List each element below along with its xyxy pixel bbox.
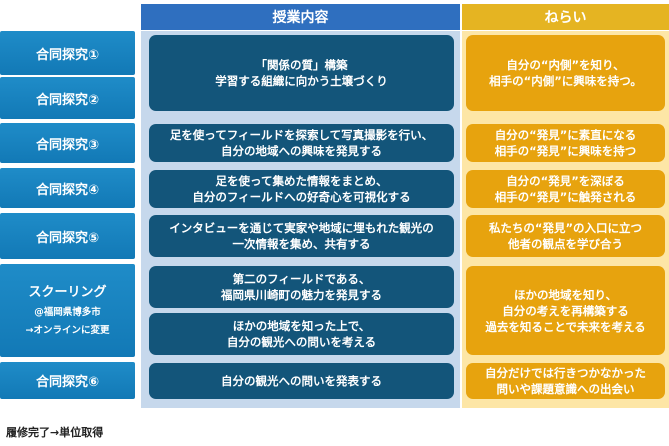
row-label-text: 合同探究③ bbox=[35, 137, 99, 153]
content-column-header: 授業内容 bbox=[141, 4, 460, 30]
goal-box-3: 自分の“発見”に素直になる 相手の“発見”に興味を持つ bbox=[466, 124, 665, 162]
row-label-schooling: スクーリング @福岡県博多市 →オンラインに変更 bbox=[0, 264, 135, 357]
row-label-3: 合同探究③ bbox=[0, 123, 135, 163]
goal-box-4: 自分の“発見”を深ぼる 相手の“発見”に触発される bbox=[466, 170, 665, 208]
content-box-5: インタビューを通じて実家や地域に埋もれた観光の 一次情報を集め、共有する bbox=[149, 215, 454, 257]
row-label-text: 合同探究② bbox=[35, 92, 99, 108]
goal-box-6: 自分だけでは行きつかなかった 問いや課題意識への出会い bbox=[466, 363, 665, 399]
goal-box-5: 私たちの“発見”の入口に立つ 他者の観点を学び合う bbox=[466, 215, 665, 257]
goal-box-schooling: ほかの地域を知り、 自分の考えを再構築する 過去を知ることで未来を考える bbox=[466, 266, 665, 355]
row-label-text: 合同探究④ bbox=[35, 182, 99, 198]
completion-note: 履修完了→単位取得 bbox=[6, 426, 104, 439]
row-label-2: 合同探究② bbox=[0, 77, 135, 119]
content-box-schooling-1: 第二のフィールドである、 福岡県川崎町の魅力を発見する bbox=[149, 266, 454, 308]
goal-box-1: 自分の“内側”を知り、 相手の“内側”に興味を持つ。 bbox=[466, 35, 665, 111]
content-box-3: 足を使ってフィールドを探索して写真撮影を行い、 自分の地域への興味を発見する bbox=[149, 124, 454, 162]
content-box-1: 「関係の質」構築 学習する組織に向かう土壌づくり bbox=[149, 35, 454, 111]
row-label-text: 合同探究① bbox=[35, 47, 99, 63]
row-label-text: スクーリング bbox=[28, 284, 107, 300]
row-label-4: 合同探究④ bbox=[0, 168, 135, 208]
content-box-6: 自分の観光への問いを発表する bbox=[149, 363, 454, 399]
row-label-6: 合同探究⑥ bbox=[0, 362, 135, 399]
content-box-schooling-2: ほかの地域を知った上で、 自分の観光への問いを考える bbox=[149, 313, 454, 355]
goals-column-header: ねらい bbox=[462, 4, 669, 30]
row-label-5: 合同探究⑤ bbox=[0, 213, 135, 259]
row-label-sub-change: →オンラインに変更 bbox=[25, 324, 110, 336]
row-label-text: 合同探究⑥ bbox=[35, 375, 99, 390]
content-box-4: 足を使って集めた情報をまとめ、 自分のフィールドへの好奇心を可視化する bbox=[149, 170, 454, 208]
row-label-sub-location: @福岡県博多市 bbox=[34, 306, 101, 318]
row-label-text: 合同探究⑤ bbox=[35, 230, 99, 246]
row-label-1: 合同探究① bbox=[0, 31, 135, 75]
